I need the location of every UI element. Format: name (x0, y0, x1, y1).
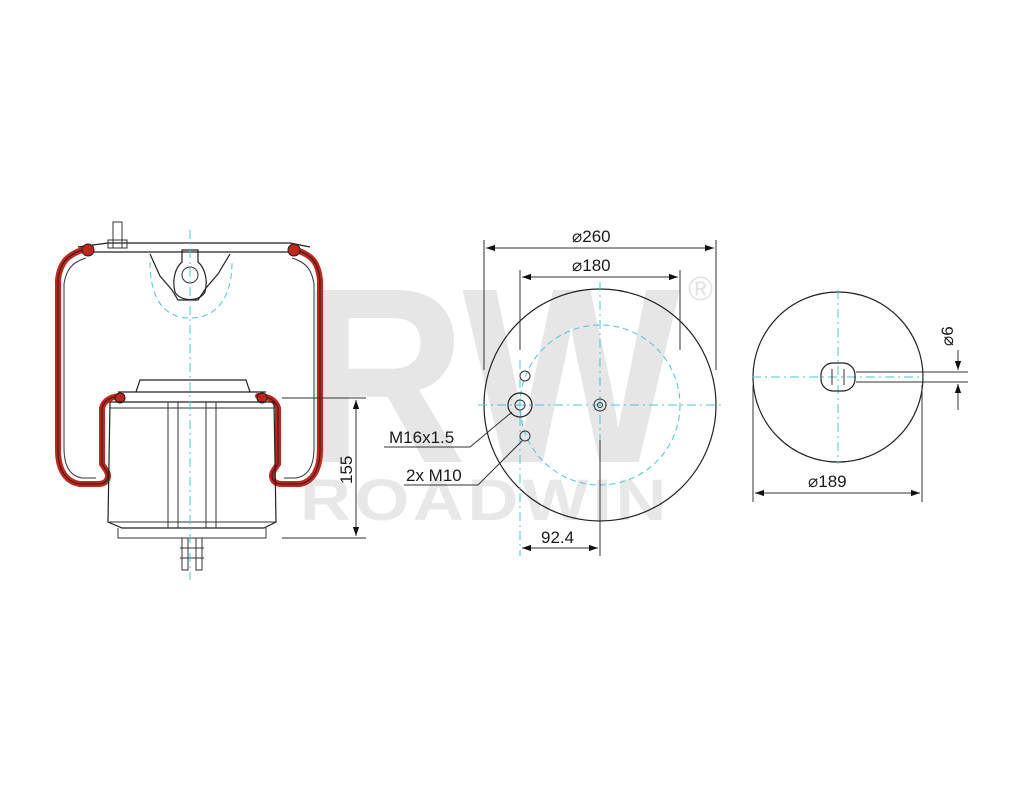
watermark: RW ROADWIN ® (300, 236, 713, 533)
height-dimension: 155 (337, 456, 356, 484)
offset-dimension-label: 92.4 (541, 528, 574, 547)
m16-port-outer (507, 392, 533, 418)
side-view: 155 (55, 221, 366, 580)
top-view: ⌀260 ⌀180 92.4 M16x1.5 2x M10 (384, 227, 722, 556)
rubber-bellow (55, 247, 323, 487)
inner-diameter-label: ⌀180 (572, 256, 611, 275)
bottom-view: ⌀6 ⌀189 (752, 290, 968, 502)
mounting-stud (112, 221, 123, 249)
center-hole (593, 398, 607, 412)
thread-main-callout: M16x1.5 (389, 428, 454, 447)
watermark-logo: RW (300, 236, 680, 515)
outer-diameter-label: ⌀260 (572, 227, 611, 246)
top-plate (77, 242, 311, 248)
m16-port-inner (514, 399, 526, 411)
air-inlet (173, 249, 207, 301)
m10-hole-top (519, 370, 531, 382)
thread-secondary-callout: 2x M10 (406, 466, 462, 485)
center-mount-pad (820, 362, 856, 392)
piston-diameter-label: ⌀189 (808, 472, 847, 491)
m10-hole-bottom (519, 430, 531, 442)
watermark-registered-mark: ® (688, 270, 713, 308)
piston (107, 379, 277, 571)
hole-diameter-label: ⌀6 (938, 326, 957, 346)
